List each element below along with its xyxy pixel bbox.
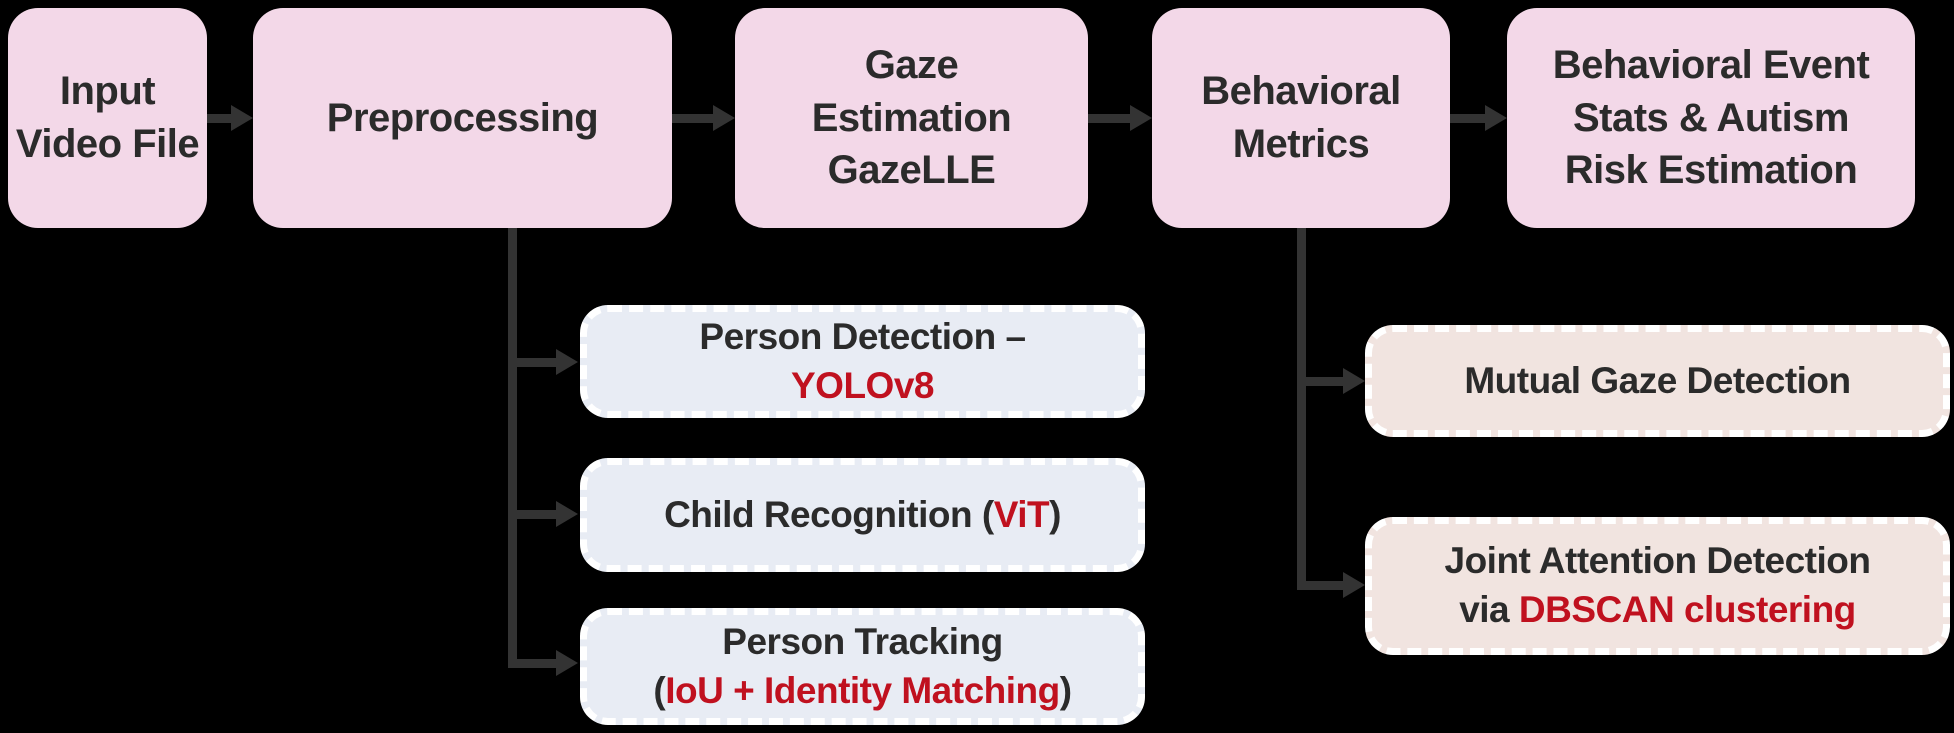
arrow-to-person-detection: [508, 358, 556, 367]
arrow-head-icon: [556, 650, 578, 676]
arrow-behavioral-metrics-to-event-stats: [1450, 114, 1485, 123]
joint-attention-via-text: via: [1459, 589, 1519, 630]
arrow-head-icon: [231, 105, 253, 131]
child-recognition-text: Child Recognition (: [664, 493, 994, 535]
node-behavioral-event-stats-label: Behavioral Event Stats & Autism Risk Est…: [1552, 42, 1870, 193]
arrow-preprocessing-to-gaze: [672, 114, 713, 123]
node-person-tracking-label: Person Tracking (IoU + Identity Matching…: [653, 618, 1072, 716]
person-tracking-open-paren: (: [653, 669, 666, 711]
arrow-to-joint-attention: [1297, 581, 1343, 590]
child-recognition-close-paren: ): [1049, 493, 1061, 535]
node-behavioral-event-stats: Behavioral Event Stats & Autism Risk Est…: [1507, 8, 1915, 228]
arrow-to-mutual-gaze: [1297, 377, 1343, 386]
node-child-recognition: Child Recognition (ViT): [580, 458, 1145, 572]
joint-attention-text: Joint Attention Detection: [1444, 540, 1872, 582]
node-person-tracking: Person Tracking (IoU + Identity Matching…: [580, 608, 1145, 725]
arrow-to-child-recognition: [508, 510, 556, 519]
person-detection-text: Person Detection –: [699, 315, 1026, 357]
person-tracking-close-paren: ): [1059, 669, 1072, 711]
node-joint-attention-detection: Joint Attention Detection via DBSCAN clu…: [1365, 517, 1950, 655]
node-child-recognition-label: Child Recognition (ViT): [664, 491, 1061, 540]
person-tracking-method-text: IoU + Identity Matching: [665, 669, 1060, 711]
node-preprocessing-label: Preprocessing: [326, 95, 599, 140]
arrow-head-icon: [1130, 105, 1152, 131]
joint-attention-method-text: DBSCAN clustering: [1518, 589, 1856, 630]
node-gaze-estimation-label: Gaze Estimation GazeLLE: [811, 42, 1012, 193]
person-detection-model-text: YOLOv8: [791, 364, 935, 406]
node-behavioral-metrics-label: Behavioral Metrics: [1201, 69, 1401, 166]
arrow-gaze-to-behavioral-metrics: [1088, 114, 1130, 123]
joint-attention-method-line: via DBSCAN clustering: [1445, 586, 1871, 635]
mutual-gaze-detection-label: Mutual Gaze Detection: [1464, 359, 1851, 401]
connector-preprocessing-trunk: [508, 228, 517, 668]
connector-behavioral-trunk: [1297, 228, 1306, 590]
arrow-head-icon: [556, 501, 578, 527]
arrow-head-icon: [1485, 105, 1507, 131]
arrow-head-icon: [1343, 368, 1365, 394]
arrow-to-person-tracking: [508, 659, 556, 668]
person-tracking-method-line: (IoU + Identity Matching): [653, 667, 1072, 716]
arrow-input-to-preprocessing: [207, 114, 231, 123]
node-input-video-file: Input Video File: [8, 8, 207, 228]
arrow-head-icon: [713, 105, 735, 131]
joint-attention-detection-label: Joint Attention Detection via DBSCAN clu…: [1444, 537, 1872, 635]
arrow-head-icon: [1343, 572, 1365, 598]
person-tracking-text: Person Tracking: [722, 620, 1003, 662]
child-recognition-model-text: ViT: [993, 493, 1050, 535]
arrow-head-icon: [556, 349, 578, 375]
node-gaze-estimation: Gaze Estimation GazeLLE: [735, 8, 1088, 228]
node-behavioral-metrics: Behavioral Metrics: [1152, 8, 1450, 228]
node-person-detection: Person Detection – YOLOv8: [580, 305, 1145, 418]
node-preprocessing: Preprocessing: [253, 8, 672, 228]
node-mutual-gaze-detection: Mutual Gaze Detection: [1365, 325, 1950, 437]
node-person-detection-label: Person Detection – YOLOv8: [699, 313, 1026, 411]
node-input-video-file-label: Input Video File: [15, 69, 200, 166]
